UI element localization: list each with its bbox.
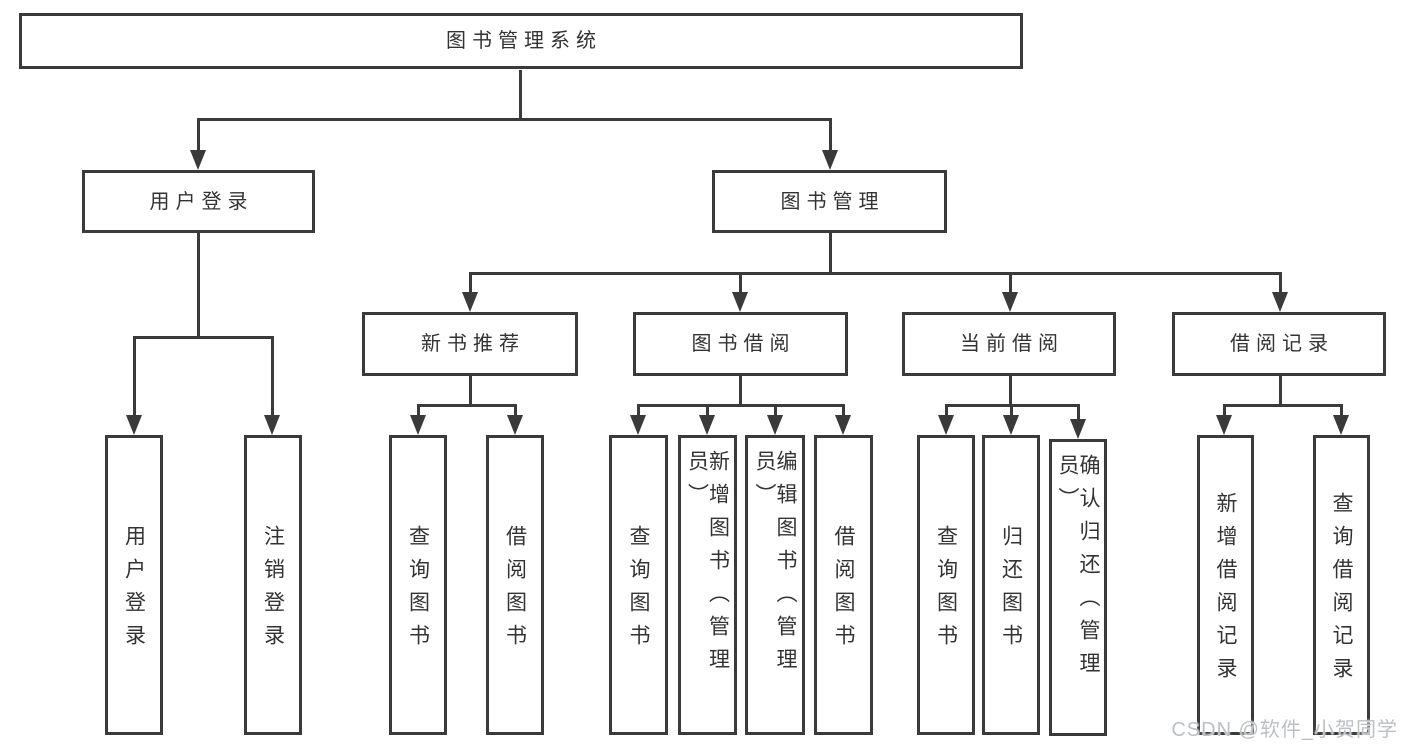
node-book-borrow: 图书借阅 [633,312,848,376]
connector-vline [944,405,948,418]
connector-arrowhead [699,415,715,435]
connector-arrowhead [1216,415,1232,435]
connector-vline [270,337,274,418]
node-label: 图书借阅 [691,333,796,355]
leaf-logout: 注销登录 [244,435,302,735]
connector-vline [773,405,777,418]
node-label: 查询图书 [406,525,430,657]
connector-hline [636,403,845,407]
connector-vline [738,273,742,295]
node-label: 查询图书 [934,525,958,657]
leaf-return-book: 归还图书 [982,435,1040,735]
node-label: 用户登录 [149,190,254,213]
connector-vline [1008,273,1012,295]
connector-arrowhead [822,150,838,170]
connector-arrowhead [835,415,851,435]
connector-arrowhead [1333,415,1349,435]
node-label: 用户登录 [122,525,146,657]
connector-vline [196,233,200,338]
connector-arrowhead [507,415,523,435]
connector-hline [1222,403,1343,407]
node-label: 新增图书（管理员） [685,450,730,681]
leaf-edit-book-admin: 编辑图书（管理员） [745,435,805,735]
connector-vline [636,405,640,418]
node-current-borrow: 当前借阅 [902,312,1116,376]
connector-hline [416,403,517,407]
connector-vline [132,337,136,418]
connector-vline [416,405,420,418]
connector-vline [196,119,200,152]
leaf-recommend-query-book: 查询图书 [389,435,447,735]
node-label: 编辑图书（管理员） [753,450,797,681]
connector-vline [828,119,832,152]
connector-arrowhead [462,292,478,312]
connector-vline [1222,405,1226,418]
node-label: 查询图书 [627,525,650,657]
connector-vline [513,405,517,418]
connector-hline [132,335,274,339]
connector-arrowhead [190,150,206,170]
connector-arrowhead [1002,292,1018,312]
connector-hline [468,271,1282,275]
node-label: 图书管理 [780,190,885,213]
connector-vline [1278,273,1282,295]
connector-vline [1009,405,1013,418]
connector-vline [1339,405,1343,418]
node-new-book-recommend: 新书推荐 [362,312,578,376]
connector-arrowhead [732,292,748,312]
node-label: 查询借阅记录 [1330,492,1353,690]
leaf-add-book-admin: 新增图书（管理员） [678,435,737,735]
connector-vline [841,405,845,418]
connector-arrowhead [1070,419,1086,439]
connector-vline [1076,405,1080,421]
connector-vline [828,233,832,274]
connector-arrowhead [938,415,954,435]
connector-arrowhead [126,415,142,435]
leaf-borrow-query-book: 查询图书 [609,435,668,735]
connector-vline [518,70,522,119]
node-label: 归还图书 [999,525,1023,657]
node-book-management: 图书管理 [712,170,947,233]
connector-vline [1008,376,1012,406]
node-borrow-records: 借阅记录 [1172,312,1386,376]
connector-arrowhead [264,415,280,435]
connector-hline [196,117,832,121]
connector-arrowhead [1272,292,1288,312]
leaf-add-borrow-record: 新增借阅记录 [1197,435,1254,735]
connector-vline [738,376,742,406]
leaf-borrow-borrow-book: 借阅图书 [814,435,873,735]
connector-vline [1278,376,1282,406]
leaf-query-borrow-record: 查询借阅记录 [1313,435,1370,735]
node-label: 借阅图书 [503,525,527,657]
node-label: 新增借阅记录 [1214,492,1237,690]
node-root: 图书管理系统 [19,13,1023,69]
node-label: 图书管理系统 [446,30,602,52]
node-label: 确认归还（管理员） [1056,454,1100,685]
connector-arrowhead [410,415,426,435]
connector-vline [468,273,472,295]
leaf-confirm-return-admin: 确认归还（管理员） [1049,439,1107,736]
watermark-text: CSDN @软件_小贺同学 [1171,719,1398,741]
node-label: 注销登录 [261,525,285,657]
leaf-recommend-borrow-book: 借阅图书 [486,435,544,735]
connector-vline [705,405,709,418]
node-label: 当前借阅 [960,333,1064,355]
connector-hline [944,403,1080,407]
node-label: 新书推荐 [421,333,525,355]
node-user-login: 用户登录 [82,170,315,233]
node-label: 借阅图书 [832,525,855,657]
connector-arrowhead [767,415,783,435]
node-label: 借阅记录 [1230,333,1334,355]
connector-arrowhead [630,415,646,435]
leaf-user-login: 用户登录 [105,435,163,735]
connector-arrowhead [1003,415,1019,435]
leaf-current-query-book: 查询图书 [917,435,975,735]
connector-vline [468,376,472,406]
